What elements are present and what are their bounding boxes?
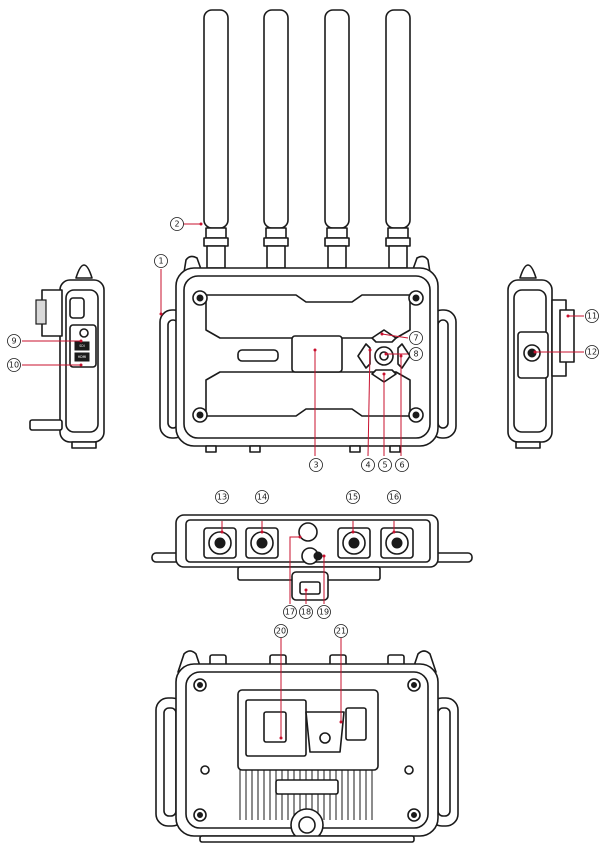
svg-text:7: 7 <box>413 334 418 343</box>
navigation-buttons <box>357 329 411 383</box>
corner-screws <box>192 290 424 423</box>
svg-text:6: 6 <box>399 461 404 470</box>
antenna <box>324 9 350 269</box>
svg-text:13: 13 <box>217 493 227 502</box>
callout-9: 9 <box>7 334 21 348</box>
callout-21: 21 <box>334 624 348 638</box>
svg-text:8: 8 <box>413 350 418 359</box>
antenna <box>203 9 229 269</box>
front-view <box>159 9 457 453</box>
battery-plate-right <box>345 707 367 741</box>
callout-19: 19 <box>317 605 331 619</box>
callout-15: 15 <box>346 490 360 504</box>
svg-text:21: 21 <box>336 627 346 636</box>
svg-text:12: 12 <box>587 348 597 357</box>
svg-text:15: 15 <box>348 493 358 502</box>
left-side-view: SDI HDMI <box>29 264 105 449</box>
sdi-label: SDI <box>79 344 84 348</box>
hdmi-label: HDMI <box>78 355 87 359</box>
svg-text:1: 1 <box>158 257 163 266</box>
callout-1: 1 <box>154 254 168 268</box>
svg-text:10: 10 <box>9 361 19 370</box>
callout-5: 5 <box>378 458 392 472</box>
callout-6: 6 <box>395 458 409 472</box>
callout-8: 8 <box>409 347 423 361</box>
svg-text:2: 2 <box>174 220 179 229</box>
callout-4: 4 <box>361 458 375 472</box>
svg-text:18: 18 <box>301 608 311 617</box>
svg-text:16: 16 <box>389 493 399 502</box>
right-side-view <box>507 264 575 449</box>
antenna <box>385 9 411 269</box>
antenna <box>263 9 289 269</box>
callout-11: 11 <box>585 309 599 323</box>
antennas <box>203 9 411 269</box>
top-panel <box>205 294 411 339</box>
callouts: 1 2 3 4 5 6 7 8 9 10 11 12 13 14 15 16 1… <box>7 217 599 638</box>
svg-text:17: 17 <box>285 608 295 617</box>
round-port <box>298 522 318 542</box>
callout-13: 13 <box>215 490 229 504</box>
svg-text:19: 19 <box>319 608 329 617</box>
svg-text:5: 5 <box>382 461 387 470</box>
callout-3: 3 <box>309 458 323 472</box>
svg-text:14: 14 <box>257 493 267 502</box>
callout-10: 10 <box>7 358 21 372</box>
callout-14: 14 <box>255 490 269 504</box>
callout-7: 7 <box>409 331 423 345</box>
back-view <box>155 650 459 843</box>
callout-16: 16 <box>387 490 401 504</box>
svg-text:3: 3 <box>313 461 318 470</box>
callout-18: 18 <box>299 605 313 619</box>
vent-slot <box>237 349 279 362</box>
svg-text:9: 9 <box>11 337 16 346</box>
callout-17: 17 <box>283 605 297 619</box>
up-button <box>371 329 397 343</box>
v-mount <box>305 711 345 753</box>
callout-12: 12 <box>585 345 599 359</box>
svg-text:4: 4 <box>365 461 370 470</box>
bottom-connectors <box>203 527 414 559</box>
callout-20: 20 <box>274 624 288 638</box>
svg-text:20: 20 <box>276 627 286 636</box>
svg-text:11: 11 <box>587 312 597 321</box>
leader-lines <box>22 223 584 738</box>
display-screen <box>291 335 343 373</box>
callout-2: 2 <box>170 217 184 231</box>
leader-dots <box>79 222 570 740</box>
left-button <box>357 343 371 369</box>
bottom-view <box>151 514 473 601</box>
